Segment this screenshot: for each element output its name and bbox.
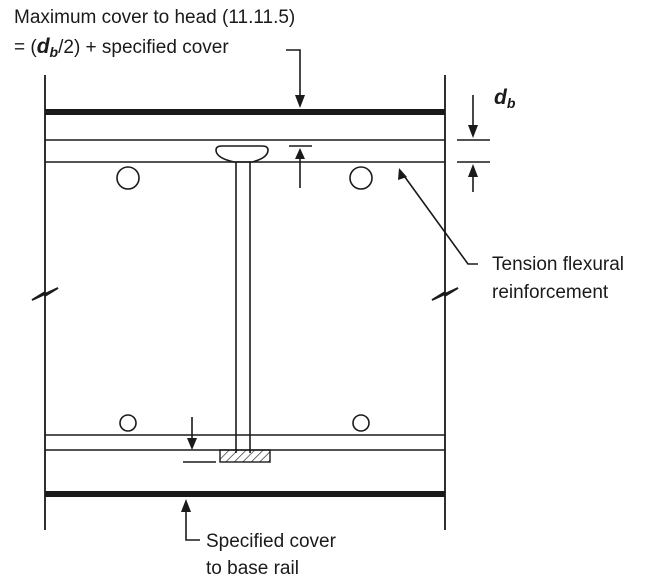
top-label-line2: = (db/2) + specified cover bbox=[14, 35, 229, 60]
top-label-line1: Maximum cover to head (11.11.5) bbox=[14, 7, 295, 28]
top-reinforcement-bar-right bbox=[349, 166, 373, 190]
base-cover-dimension bbox=[183, 417, 216, 463]
bottom-reinforcement-bar-left bbox=[119, 414, 137, 432]
bottom-reinforcement-bar-right bbox=[352, 414, 370, 432]
specified-cover-leader bbox=[181, 499, 200, 541]
top-cover-leader bbox=[286, 49, 305, 108]
bottom-label-line2: to base rail bbox=[206, 558, 299, 577]
slab-right-edge bbox=[431, 75, 459, 530]
bottom-label-line1: Specified cover bbox=[206, 531, 337, 552]
tension-label-line2: reinforcement bbox=[492, 282, 609, 303]
slab-left-edge bbox=[31, 75, 59, 530]
tension-label-line1: Tension flexural bbox=[492, 254, 624, 275]
tension-reinforcement-leader bbox=[398, 168, 478, 265]
top-reinforcement-bar-left bbox=[116, 166, 140, 190]
base-rail-plate bbox=[219, 449, 271, 463]
head-cover-dimension bbox=[289, 145, 312, 188]
db-dimension bbox=[457, 95, 490, 192]
db-label: db bbox=[494, 86, 516, 111]
headed-stud bbox=[215, 145, 269, 453]
